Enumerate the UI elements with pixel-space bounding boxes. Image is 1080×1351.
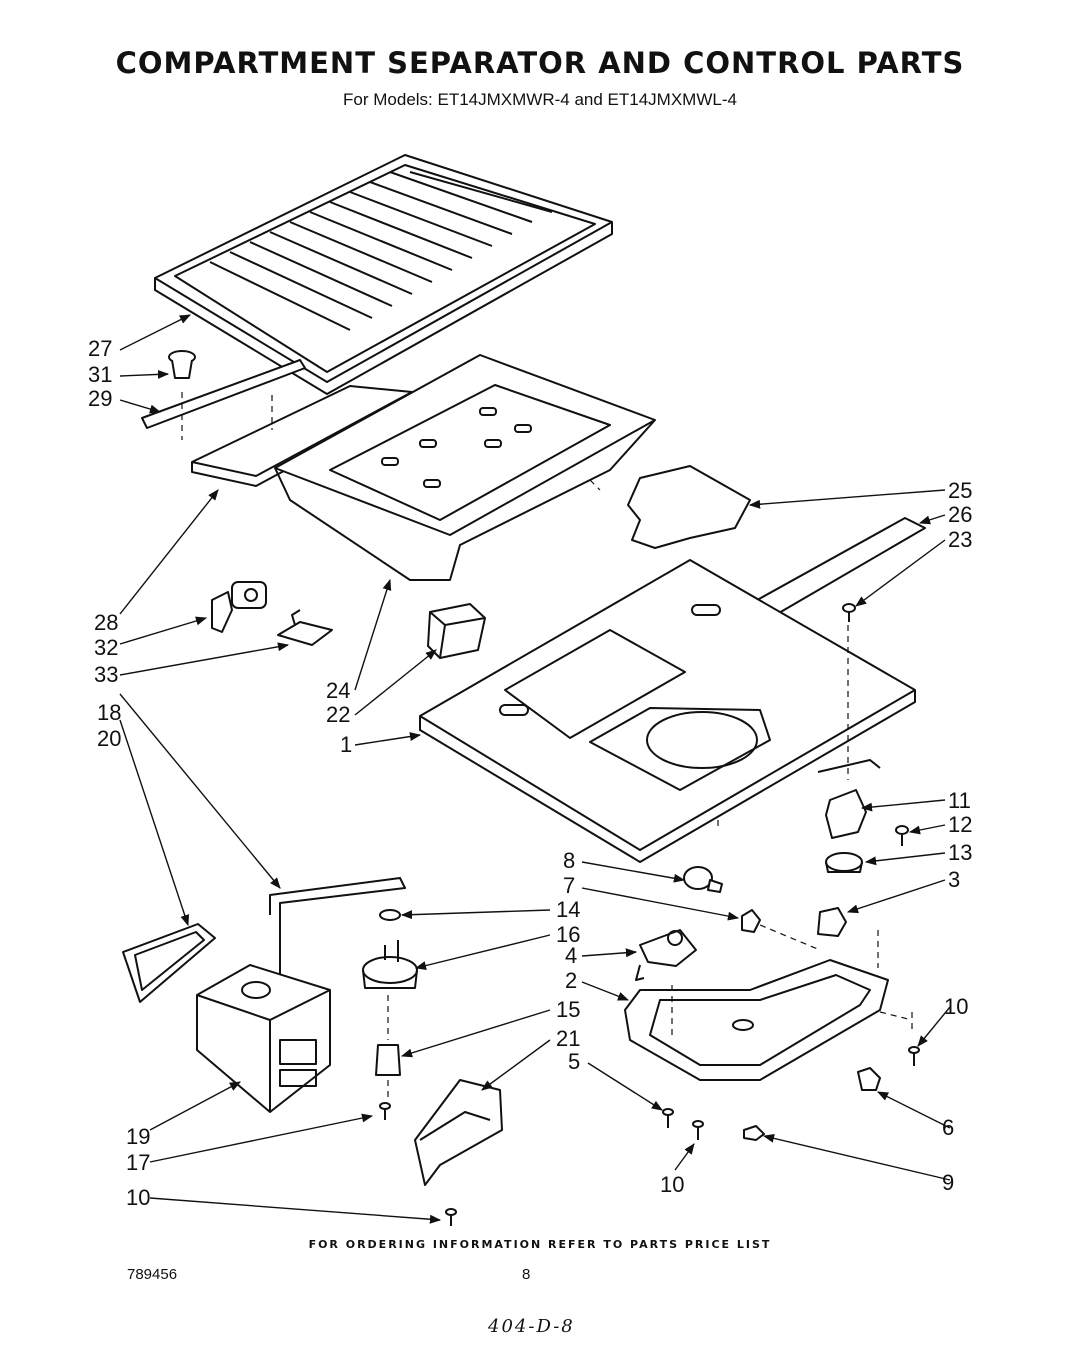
callout-9: 9 [942,1170,954,1195]
callout-19: 19 [126,1124,150,1149]
callout-numbers: 27 31 29 28 32 33 24 22 1 25 26 23 18 20… [88,336,972,1210]
document-number: 789456 [127,1266,178,1283]
callout-25: 25 [948,478,972,503]
callout-33: 33 [94,662,118,687]
knob-part-13 [825,852,863,873]
callout-10-right: 10 [944,994,968,1019]
callout-1: 1 [340,732,352,757]
callout-31: 31 [88,362,112,387]
callout-11: 11 [948,788,971,813]
separator-part-1 [419,559,916,863]
callout-8: 8 [563,848,575,873]
plug-part-6 [857,1067,881,1091]
callout-13: 13 [948,840,972,865]
callout-16: 16 [556,922,580,947]
callout-10-left: 10 [126,1185,150,1210]
callout-2: 2 [565,968,577,993]
grommet-part-9 [743,1125,765,1141]
housing-part-2 [624,959,913,1081]
callout-32: 32 [94,635,118,660]
models-subtitle: For Models: ET14JMXMWR-4 and ET14JMXMWL-… [343,90,737,109]
separator-cover-part-27 [154,154,613,395]
bulb-part-8 [683,866,723,893]
block-part-22 [427,603,486,659]
callout-23: 23 [948,527,972,552]
page-title: COMPARTMENT SEPARATOR AND CONTROL PARTS [115,46,965,80]
socket-part-7 [741,909,821,951]
control-part-11 [817,625,881,839]
callout-28: 28 [94,610,118,635]
callout-3: 3 [948,867,960,892]
callout-29: 29 [88,386,112,411]
callout-5: 5 [568,1049,580,1074]
callout-12: 12 [948,812,972,837]
callout-17: 17 [126,1150,150,1175]
callout-26: 26 [948,502,972,527]
ordering-note: FOR ORDERING INFORMATION REFER TO PARTS … [308,1238,772,1251]
callout-4: 4 [565,943,577,968]
clip-part-33 [277,609,333,646]
thermostat-part-4 [635,929,697,981]
switch-part-3 [817,907,879,968]
baffle-part-25 [627,465,751,549]
elbow-part-32 [211,581,267,633]
screws-part-10-and-5 [379,1046,920,1226]
handwritten-note: 404-D-8 [488,1316,575,1337]
callout-6: 6 [942,1115,954,1140]
callout-21: 21 [556,1026,580,1051]
callout-24: 24 [326,678,350,703]
control-box-part-19 [196,964,331,1113]
screw-part-12 [895,825,909,846]
callout-20: 20 [97,726,121,751]
callout-7: 7 [563,873,575,898]
bracket-part-21 [414,1079,503,1186]
callout-22: 22 [326,702,350,727]
callout-14: 14 [556,897,580,922]
leader-lines [119,314,951,1224]
knob-assembly-parts-14-16-15 [362,909,418,1100]
callout-18: 18 [97,700,121,725]
callout-27: 27 [88,336,112,361]
separator-block-part-24 [274,354,656,581]
callout-15: 15 [556,997,580,1022]
strip-part-29 [141,359,306,429]
wire-part-18 [269,877,406,990]
screw-part-23 [842,603,856,622]
page-number: 8 [522,1266,531,1283]
callout-10-bottom: 10 [660,1172,684,1197]
plug-part-31 [168,350,196,379]
gasket-part-20 [122,923,216,1003]
